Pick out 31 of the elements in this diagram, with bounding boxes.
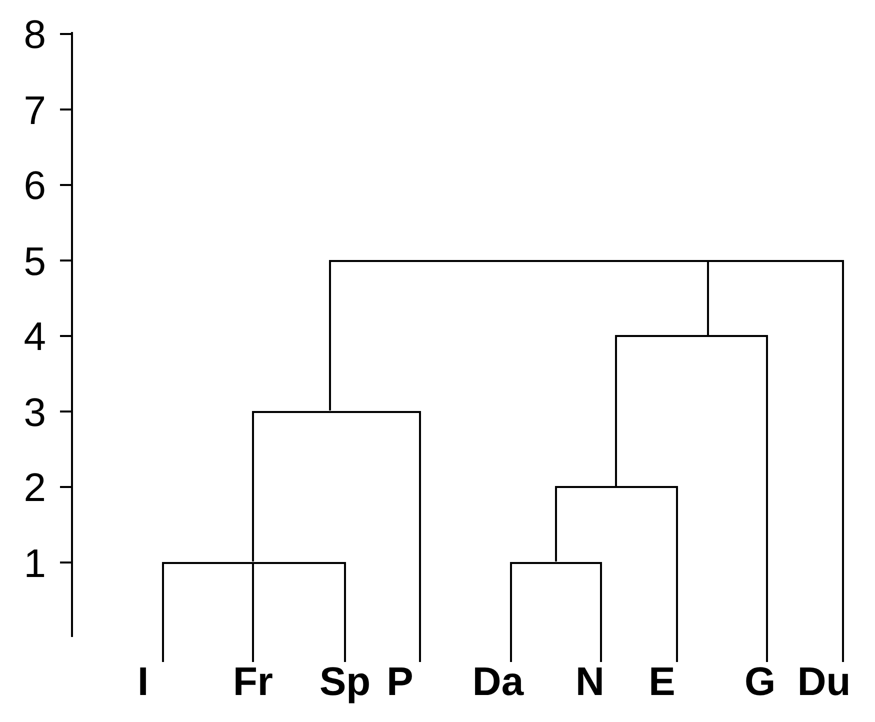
tick-label: 7 (22, 90, 46, 130)
tick-label: 4 (22, 317, 46, 357)
tree-line (600, 564, 602, 662)
tree-line (344, 564, 346, 662)
tick-label: 3 (22, 392, 46, 432)
tick-label: 5 (22, 242, 46, 282)
tree-line (329, 262, 331, 410)
tree-line (252, 412, 254, 562)
tree-line (707, 262, 709, 335)
tree-line (766, 337, 768, 662)
tree-line (162, 564, 164, 662)
tree-line (615, 337, 617, 486)
tree-line (555, 488, 557, 562)
leaf-label: I (137, 662, 149, 702)
tree-line (676, 488, 678, 662)
leaf-label: E (648, 662, 676, 702)
leaf-label: G (744, 662, 776, 702)
tick-label: 6 (22, 166, 46, 206)
leaf-label: N (576, 662, 604, 702)
tick-label: 1 (22, 544, 46, 584)
tick-label: 8 (22, 15, 46, 55)
tree-line (510, 564, 512, 662)
leaf-label: P (386, 662, 414, 702)
leaf-label: Da (472, 662, 524, 702)
tree-line (842, 262, 844, 662)
leaf-label: Sp (319, 662, 371, 702)
leaf-label: Fr (233, 662, 273, 702)
leaf-label: Du (797, 662, 851, 702)
tree-line (252, 564, 254, 662)
tree-line (419, 412, 421, 662)
tick-label: 2 (22, 468, 46, 508)
